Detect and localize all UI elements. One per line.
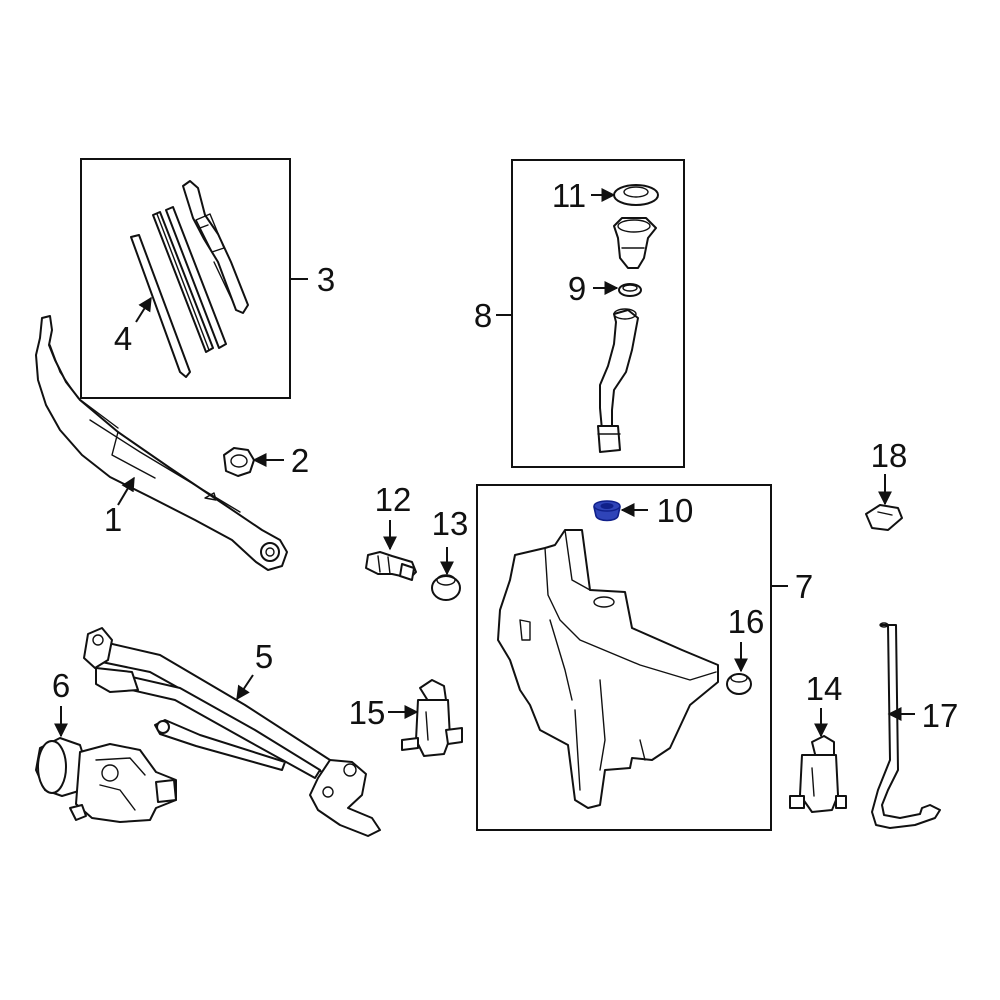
callout-8: 8 (474, 297, 492, 334)
part-hose-clip[interactable] (865, 504, 903, 531)
callout-3: 3 (317, 261, 335, 298)
callout-4: 4 (114, 320, 132, 357)
callout-16: 16 (728, 603, 765, 640)
callout-9: 9 (568, 270, 586, 307)
leader-5 (236, 674, 254, 701)
callout-7: 7 (795, 568, 813, 605)
callout-6: 6 (52, 667, 70, 704)
part-arm-nut[interactable] (223, 447, 255, 477)
leader-4 (135, 296, 152, 323)
group-box-filler-neck (511, 159, 685, 468)
part-washer-pump-front[interactable] (401, 679, 463, 757)
part-wiper-linkage[interactable] (83, 627, 381, 837)
callout-11: 11 (552, 177, 586, 214)
callout-12: 12 (375, 481, 412, 518)
callout-10: 10 (657, 492, 694, 529)
part-washer-pump-rear[interactable] (789, 735, 847, 813)
part-filler-neck-top[interactable] (613, 217, 657, 269)
part-filler-cap[interactable] (613, 184, 659, 206)
callout-1: 1 (104, 501, 122, 538)
part-washer-reservoir[interactable] (497, 529, 719, 809)
callout-5: 5 (255, 638, 273, 675)
callout-17: 17 (922, 697, 959, 734)
part-pump-grommet[interactable] (726, 673, 752, 695)
callout-14: 14 (806, 670, 843, 707)
part-washer-hose[interactable] (871, 622, 941, 829)
part-reservoir-seal[interactable] (593, 500, 621, 522)
part-wiper-arm[interactable] (35, 315, 288, 571)
part-seal-ring[interactable] (618, 283, 642, 297)
part-filler-pipe[interactable] (597, 308, 639, 453)
leader-1 (117, 476, 135, 506)
callout-2: 2 (291, 442, 309, 479)
part-connector[interactable] (365, 551, 417, 581)
part-wiper-motor[interactable] (35, 737, 177, 823)
callout-15: 15 (349, 694, 386, 731)
callout-18: 18 (871, 437, 908, 474)
part-wiper-blade[interactable] (130, 180, 249, 378)
callout-13: 13 (432, 505, 469, 542)
part-grommet[interactable] (431, 574, 461, 601)
group-box-washer-reservoir (476, 484, 772, 831)
